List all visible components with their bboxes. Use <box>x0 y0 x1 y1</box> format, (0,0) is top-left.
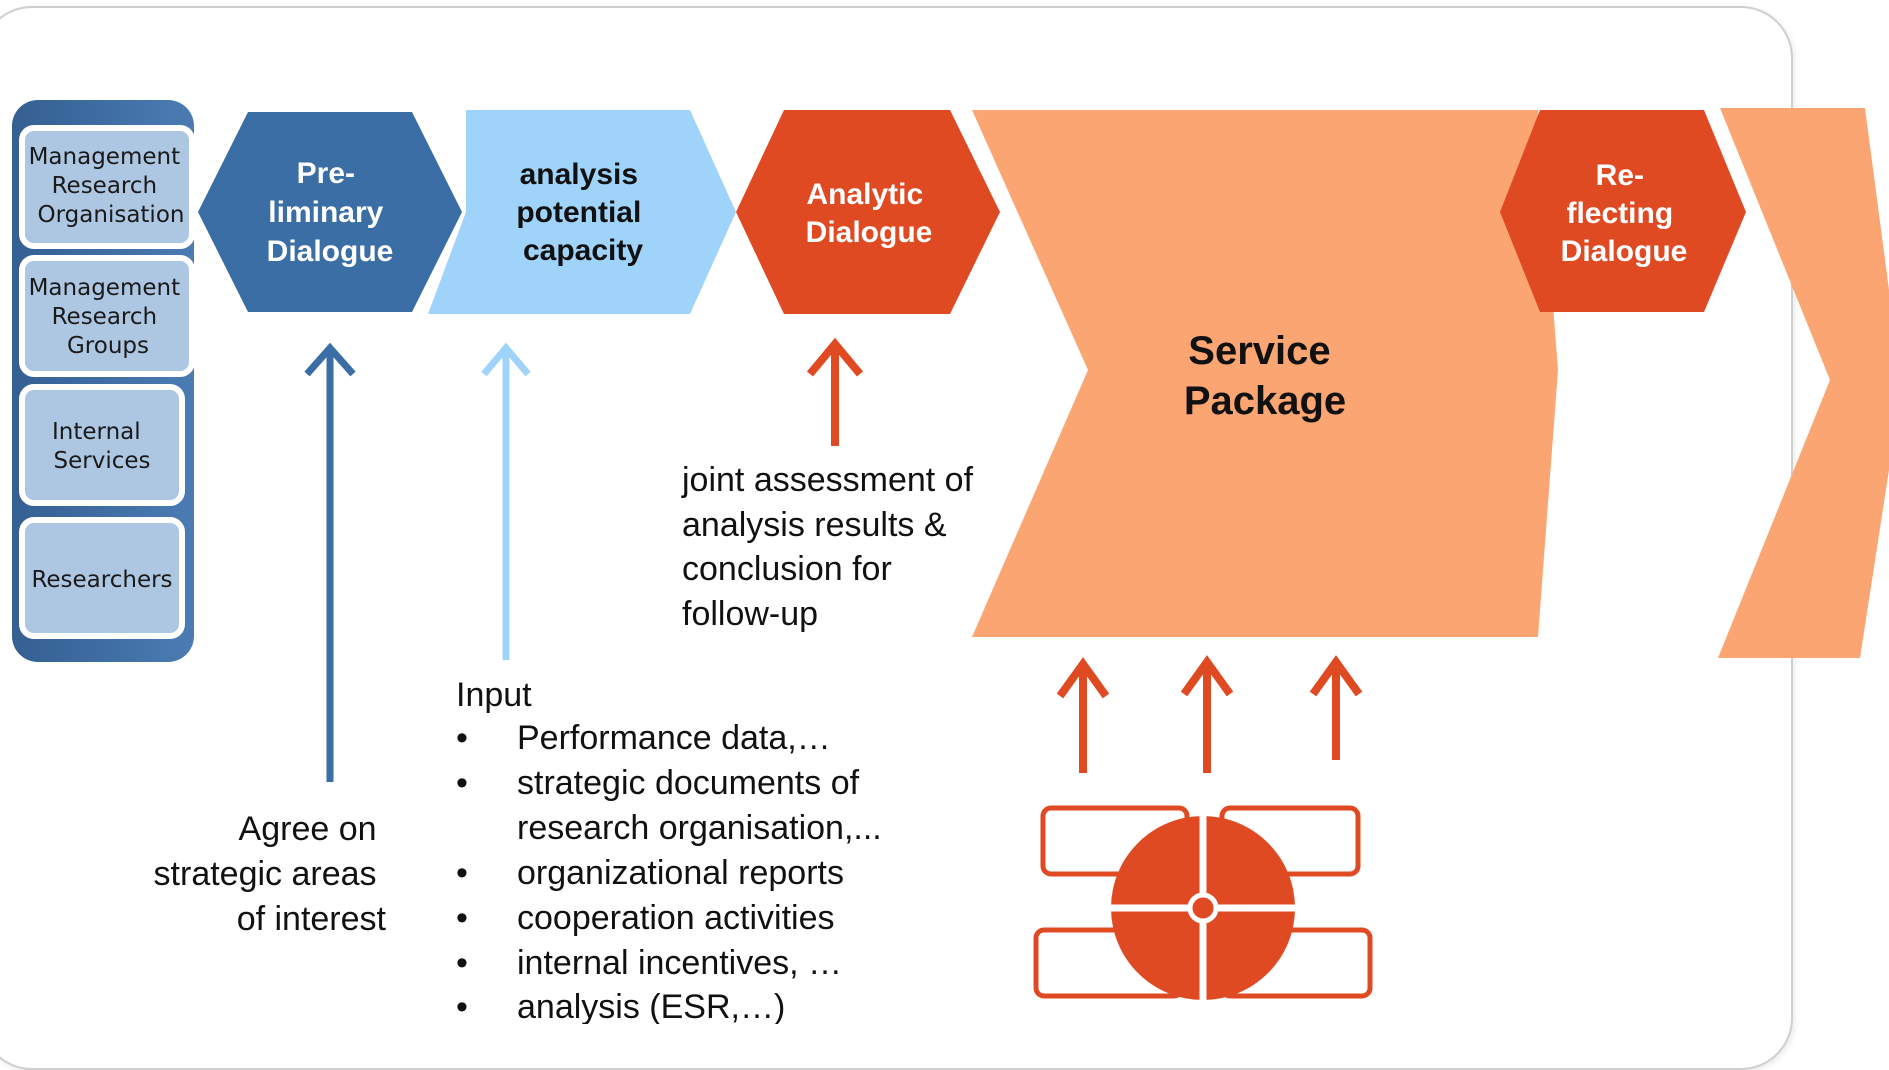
circle-quadrant-icon <box>1033 805 1373 1000</box>
stakeholder-box-management-research-groups <box>19 255 195 377</box>
preliminary-arrow <box>304 342 356 782</box>
input-bullet-4: • <box>456 899 468 937</box>
input-bullet-5: • <box>456 944 468 982</box>
analysis-capacity-chevron <box>428 110 736 314</box>
analysis-capacity-label: analysis potential capacity <box>516 158 649 267</box>
stakeholder-label-1: Management Research Organisation <box>29 144 188 228</box>
joint-note-line-3: conclusion for <box>682 550 892 588</box>
reflecting-dialogue-label: Re- flecting Dialogue <box>1561 159 1688 268</box>
service-package-line-1: Service <box>1188 329 1330 373</box>
analysis-capacity-line-2: potential <box>516 196 641 229</box>
input-item-5: internal incentives, … <box>517 944 842 982</box>
service-arrow-right <box>1309 655 1363 760</box>
agree-note-line-2: strategic areas <box>154 855 377 893</box>
next-step-chevron <box>1718 108 1889 658</box>
stakeholder-box-internal-services <box>19 384 185 506</box>
joint-assessment-note: joint assessment of analysis results & c… <box>681 461 982 633</box>
analytic-dialogue-hexagon <box>736 110 1000 314</box>
preliminary-dialogue-hexagon <box>198 112 462 312</box>
preliminary-dialogue-line-2: liminary <box>268 196 383 229</box>
analysis-capacity-line-3: capacity <box>523 234 643 267</box>
analytic-dialogue-line-2: Dialogue <box>806 216 933 249</box>
input-title: Input <box>456 676 532 714</box>
input-item-6: analysis (ESR,…) <box>517 988 785 1024</box>
joint-note-line-2: analysis results & <box>682 506 947 544</box>
service-arrow-middle <box>1180 655 1234 773</box>
stakeholder-box-management-research-organisation <box>19 125 195 249</box>
input-item-3: organizational reports <box>517 854 844 892</box>
reflecting-dialogue-line-1: Re- <box>1596 159 1644 192</box>
agree-note-line-3: of interest <box>237 900 387 938</box>
reflecting-dialogue-line-2: flecting <box>1566 197 1673 230</box>
process-diagram: Management Research Organisation Managem… <box>12 100 1889 1024</box>
agree-note: Agree on strategic areas of interest <box>154 810 387 938</box>
service-arrow-left <box>1056 657 1110 773</box>
input-item-4: cooperation activities <box>517 899 835 937</box>
input-item-2-line-1: strategic documents of <box>517 764 860 802</box>
input-bullet-6: • <box>456 988 468 1024</box>
stakeholder-panel: Management Research Organisation Managem… <box>12 100 195 662</box>
stakeholder-label-2-line-1: Management <box>29 275 181 301</box>
reflecting-dialogue-hexagon <box>1500 110 1746 312</box>
input-bullet-1: • <box>456 719 468 757</box>
joint-note-line-4: follow-up <box>682 595 818 633</box>
stakeholder-label-3-line-1: Internal <box>52 419 141 445</box>
stakeholder-label-4-line-1: Researchers <box>31 567 172 593</box>
stakeholder-label-1-line-2: Research <box>52 173 158 199</box>
service-package-chevron <box>972 110 1558 637</box>
service-package-line-2: Package <box>1184 379 1346 423</box>
preliminary-dialogue-label: Pre- liminary Dialogue <box>267 157 394 268</box>
analysis-capacity-line-1: analysis <box>520 158 638 191</box>
input-bullet-3: • <box>456 854 468 892</box>
input-list: • Performance data,… • strategic documen… <box>456 719 882 1024</box>
stakeholder-label-4: Researchers <box>31 567 172 593</box>
analysis-arrow <box>481 342 531 660</box>
agree-note-line-1: Agree on <box>239 810 377 848</box>
stakeholder-box-researchers <box>19 517 185 639</box>
stakeholder-label-2-line-2: Research <box>52 304 158 330</box>
stakeholder-label-3-line-2: Services <box>54 448 151 474</box>
analytic-arrow <box>806 337 864 446</box>
service-package-label: Service Package <box>1184 329 1346 423</box>
analytic-dialogue-label: Analytic Dialogue <box>806 178 933 249</box>
analytic-dialogue-line-1: Analytic <box>806 178 923 211</box>
input-bullet-2: • <box>456 764 468 802</box>
reflecting-dialogue-line-3: Dialogue <box>1561 235 1688 268</box>
stakeholder-label-3: Internal Services <box>52 419 150 474</box>
stakeholder-label-2: Management Research Groups <box>29 275 188 359</box>
stakeholder-label-2-line-3: Groups <box>67 333 149 359</box>
joint-note-line-1: joint assessment of <box>681 461 974 499</box>
input-item-1: Performance data,… <box>517 719 831 757</box>
stakeholder-label-1-line-1: Management <box>29 144 181 170</box>
preliminary-dialogue-line-1: Pre- <box>297 157 355 190</box>
stakeholder-label-1-line-3: Organisation <box>38 202 185 228</box>
input-item-2-line-2: research organisation,... <box>517 809 882 847</box>
preliminary-dialogue-line-3: Dialogue <box>267 235 394 268</box>
